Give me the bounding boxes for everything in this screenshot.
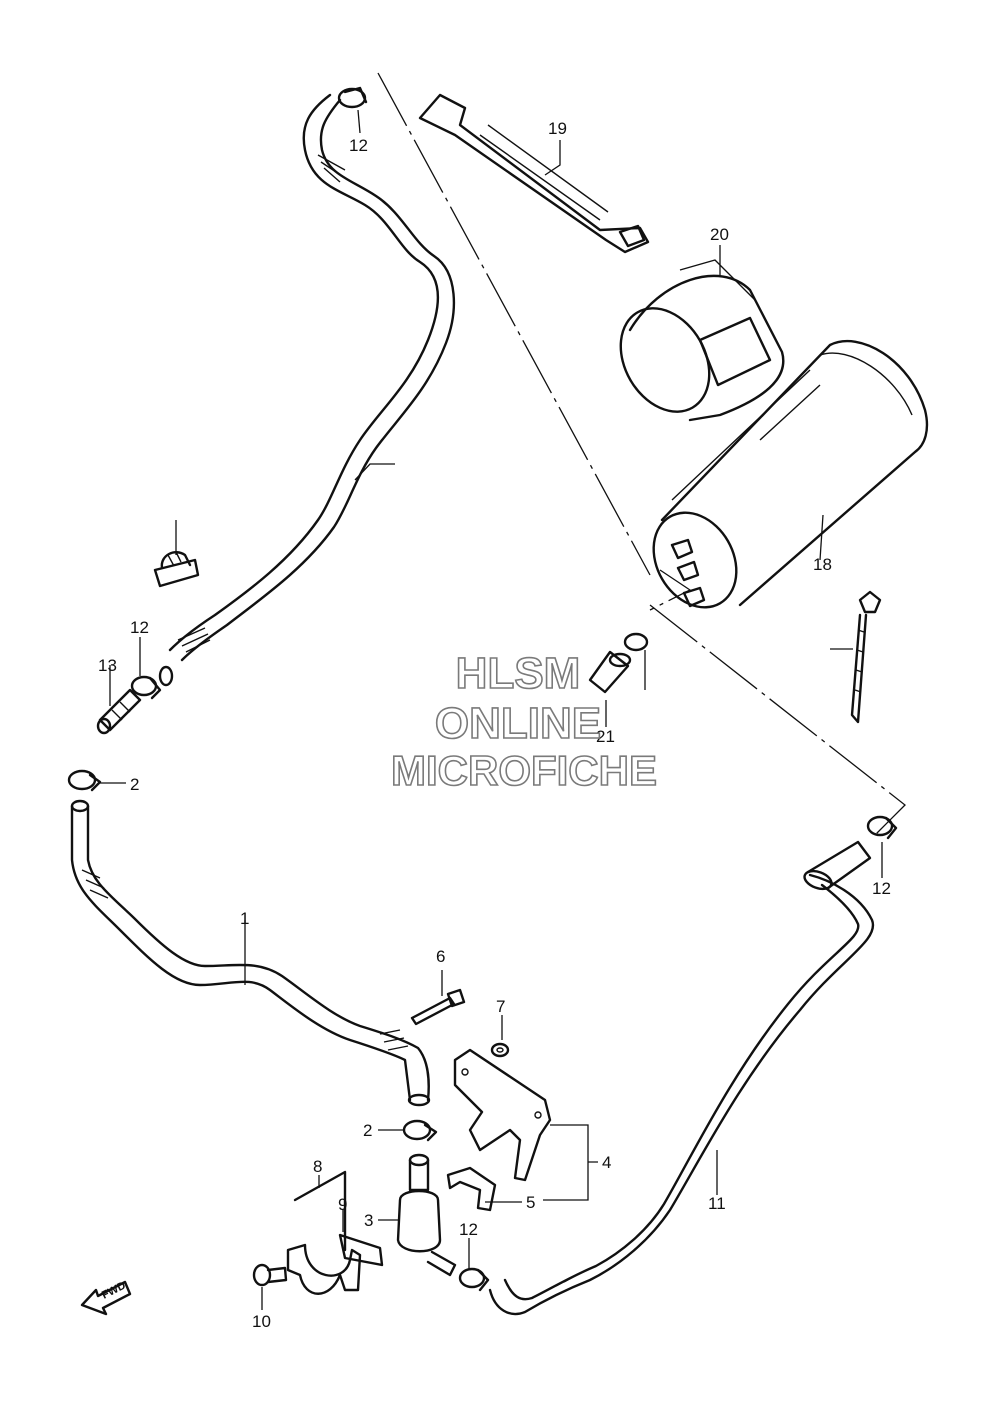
label-11: 11 [708,1194,726,1213]
label-10: 10 [252,1312,271,1331]
label-2-lower: 2 [363,1121,372,1140]
clamp-19 [623,632,649,652]
hose-11 [488,840,875,1316]
clamp-12-top [337,86,368,109]
watermark-line-1: HLSM [456,649,581,698]
label-4: 4 [602,1153,611,1172]
reference-line-a [377,72,651,576]
reference-line-b [649,604,906,836]
label-6: 6 [436,947,445,966]
hose-18 [158,93,455,687]
clamp-12-lower [458,1267,490,1292]
screw-10 [252,1263,288,1287]
label-12-left: 12 [130,618,149,637]
watermark-line-2: ONLINE [435,699,601,748]
label-12-lower: 12 [459,1220,478,1239]
label-16: 20 [710,225,729,244]
label-2-upper: 2 [130,775,139,794]
label-8: 8 [313,1157,322,1176]
watermark: HLSM ONLINE MICROFICHE [390,648,658,795]
clamp-12-right [866,815,898,840]
label-12-right: 12 [872,879,891,898]
label-15: 19 [548,119,567,138]
leader-lines [100,109,883,1310]
pipe-17 [588,650,632,694]
label-14: 18 [813,555,832,574]
strap-15 [418,93,650,254]
clamp-2-lower [402,1119,438,1142]
clamp-9 [338,1233,384,1267]
clamp-12-left [130,675,162,700]
clamp-2-upper [67,769,102,792]
clip-21 [153,551,200,588]
label-5: 5 [526,1193,535,1212]
valve-3 [396,1153,457,1277]
forward-arrow-icon: FWD [80,1280,132,1316]
canister-14 [652,339,929,609]
label-1: 1 [240,909,249,928]
washer-7 [490,1042,510,1058]
label-17: 21 [596,727,615,746]
holder-16 [619,259,785,422]
tie-20 [850,590,882,724]
rivet-6 [410,988,466,1026]
label-7: 7 [496,997,505,1016]
label-12-top: 12 [349,136,368,155]
label-13: 13 [98,656,117,675]
label-3: 3 [364,1211,373,1230]
fitting-13 [96,688,142,735]
clamp-8 [286,1170,362,1295]
watermark-line-3: MICROFICHE [391,747,657,794]
bracket-4 [453,1048,552,1182]
hose-1 [70,799,431,1107]
part-labels: 12 19 20 18 12 13 21 2 12 1 6 7 2 4 8 11… [98,119,891,1331]
label-9: 9 [338,1195,347,1214]
bracket-5 [446,1166,497,1212]
